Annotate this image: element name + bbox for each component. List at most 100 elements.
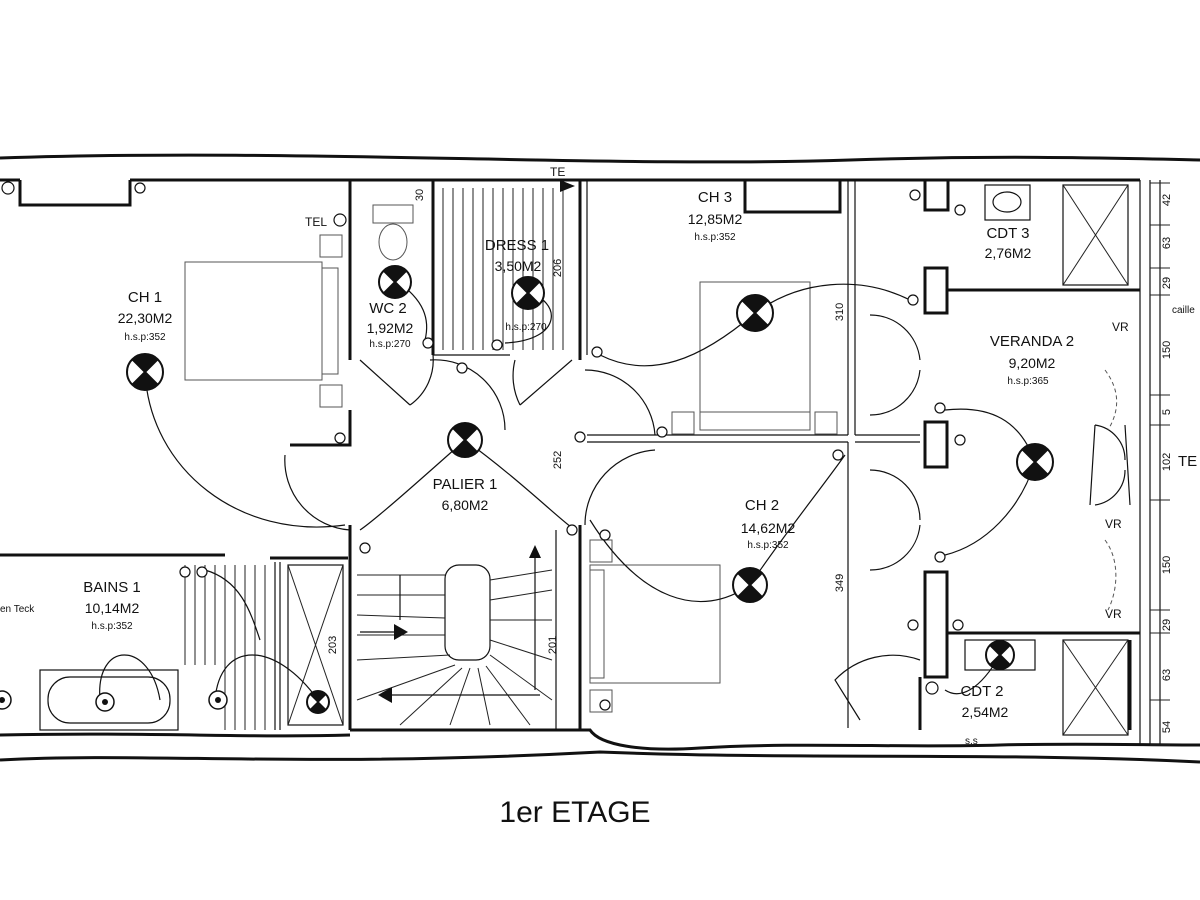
dimension-label: 29: [1161, 277, 1173, 289]
room-hsp: h.s.p:270: [505, 322, 547, 333]
room-name: CDT 2: [960, 683, 1003, 700]
right-dimension-column: 42 63 29 150 5 102 150 29 63 54: [1150, 180, 1173, 746]
socket-icon: [179, 566, 191, 578]
ss-label: s.s: [965, 736, 978, 747]
room-area: 3,50M2: [495, 258, 542, 274]
room-hsp: h.s.p:270: [369, 339, 411, 350]
socket-icon: [359, 542, 371, 554]
interior-walls: [0, 180, 1140, 730]
socket-icon: [656, 426, 668, 438]
dimension-label: 206: [552, 259, 564, 277]
dimension-label: 54: [1161, 721, 1173, 733]
room-palier1: PALIER 1 6,80M2: [433, 476, 498, 513]
light-icon: [511, 276, 545, 310]
light-icon: [378, 265, 412, 299]
room-name: VERANDA 2: [990, 333, 1074, 350]
dimension-label: 42: [1161, 194, 1173, 206]
light-icon: [736, 294, 774, 332]
room-area: 2,54M2: [962, 704, 1009, 720]
socket-icon: [591, 346, 603, 358]
dimension-label: 63: [1161, 669, 1173, 681]
dimension-label: 5: [1161, 409, 1173, 415]
caill-label: caille: [1172, 305, 1195, 316]
dimension-label: 150: [1161, 341, 1173, 359]
dimension-label: 201: [547, 636, 559, 654]
room-name: PALIER 1: [433, 476, 498, 493]
vr-label: VR: [1105, 517, 1122, 531]
room-hsp: h.s.p:352: [747, 540, 789, 551]
room-area: 6,80M2: [442, 497, 489, 513]
socket-icon: [456, 362, 468, 374]
room-ch2: CH 2 14,62M2 h.s.p:352: [741, 497, 796, 551]
light-icon: [1016, 443, 1054, 481]
light-icon: [126, 353, 164, 391]
outer-walls: [0, 153, 1200, 764]
annotation-labels: TEL TE VR VR VR s.s en Teck caille TE: [0, 165, 1197, 747]
socket-icon: [334, 432, 346, 444]
door-swings: [284, 314, 1131, 721]
room-hsp: h.s.p:352: [694, 232, 736, 243]
socket-icon: [333, 213, 347, 227]
socket-icon: [907, 294, 919, 306]
room-area: 9,20M2: [1009, 355, 1056, 371]
dimension-label: 203: [327, 636, 339, 654]
vr-label: VR: [1112, 320, 1129, 334]
socket-icon: [574, 431, 586, 443]
socket-icon: [952, 619, 964, 631]
room-name: DRESS 1: [485, 237, 549, 254]
socket-icon: [422, 337, 434, 349]
room-ch3: CH 3 12,85M2 h.s.p:352: [688, 189, 743, 243]
room-bains1: BAINS 1 10,14M2 h.s.p:352: [83, 579, 141, 632]
room-name: CH 1: [128, 289, 162, 306]
wall-light-icon: [208, 690, 228, 710]
room-name: CDT 3: [986, 225, 1029, 242]
socket-icon: [909, 189, 921, 201]
room-name: WC 2: [369, 300, 407, 317]
room-name: CH 3: [698, 189, 732, 206]
room-area: 2,76M2: [985, 245, 1032, 261]
socket-icon: [832, 449, 844, 461]
light-fixtures: [0, 265, 1054, 714]
dimension-label: 102: [1161, 453, 1173, 471]
room-name: BAINS 1: [83, 579, 141, 596]
dimension-label: 30: [414, 189, 426, 201]
socket-icon: [196, 566, 208, 578]
te-marker-icon: [560, 180, 575, 192]
room-veranda2: VERANDA 2 9,20M2 h.s.p:365: [990, 333, 1074, 387]
socket-icon: [599, 699, 611, 711]
room-area: 12,85M2: [688, 211, 743, 227]
wall-light-icon: [95, 692, 115, 712]
room-ch1: CH 1 22,30M2 h.s.p:352: [118, 289, 173, 343]
room-hsp: h.s.p:365: [1007, 376, 1049, 387]
socket-icon: [599, 529, 611, 541]
socket-icon: [134, 182, 146, 194]
dimension-label: 252: [552, 451, 564, 469]
dimension-label: 63: [1161, 237, 1173, 249]
te-label: TE: [550, 165, 565, 179]
socket-icon: [925, 681, 939, 695]
room-area: 22,30M2: [118, 310, 173, 326]
light-icon: [732, 567, 768, 603]
tel-label: TEL: [305, 215, 327, 229]
right-dims: 42 63 29 150 5 102 150 29 63 54: [1161, 194, 1173, 733]
room-hsp: h.s.p:352: [91, 621, 133, 632]
room-name: CH 2: [745, 497, 779, 514]
dimension-label: 349: [834, 574, 846, 592]
socket-icon: [954, 204, 966, 216]
room-hsp: h.s.p:352: [124, 332, 166, 343]
socket-icon: [566, 524, 578, 536]
dimension-label: 150: [1161, 556, 1173, 574]
socket-icon: [934, 551, 946, 563]
room-dress1: DRESS 1 3,50M2 h.s.p:270: [485, 237, 549, 333]
socket-icon: [491, 339, 503, 351]
light-icon: [985, 640, 1015, 670]
room-area: 1,92M2: [367, 320, 414, 336]
socket-icon: [934, 402, 946, 414]
teck-label: en Teck: [0, 604, 35, 615]
room-cdt2: CDT 2 2,54M2: [960, 683, 1008, 720]
dimension-label: 29: [1161, 619, 1173, 631]
socket-icons: [1, 181, 966, 711]
room-labels: CH 1 22,30M2 h.s.p:352 WC 2 1,92M2 h.s.p…: [83, 189, 1074, 720]
dimension-labels: 30 206 310 252 349 203 201: [327, 189, 846, 654]
light-icon: [306, 690, 330, 714]
